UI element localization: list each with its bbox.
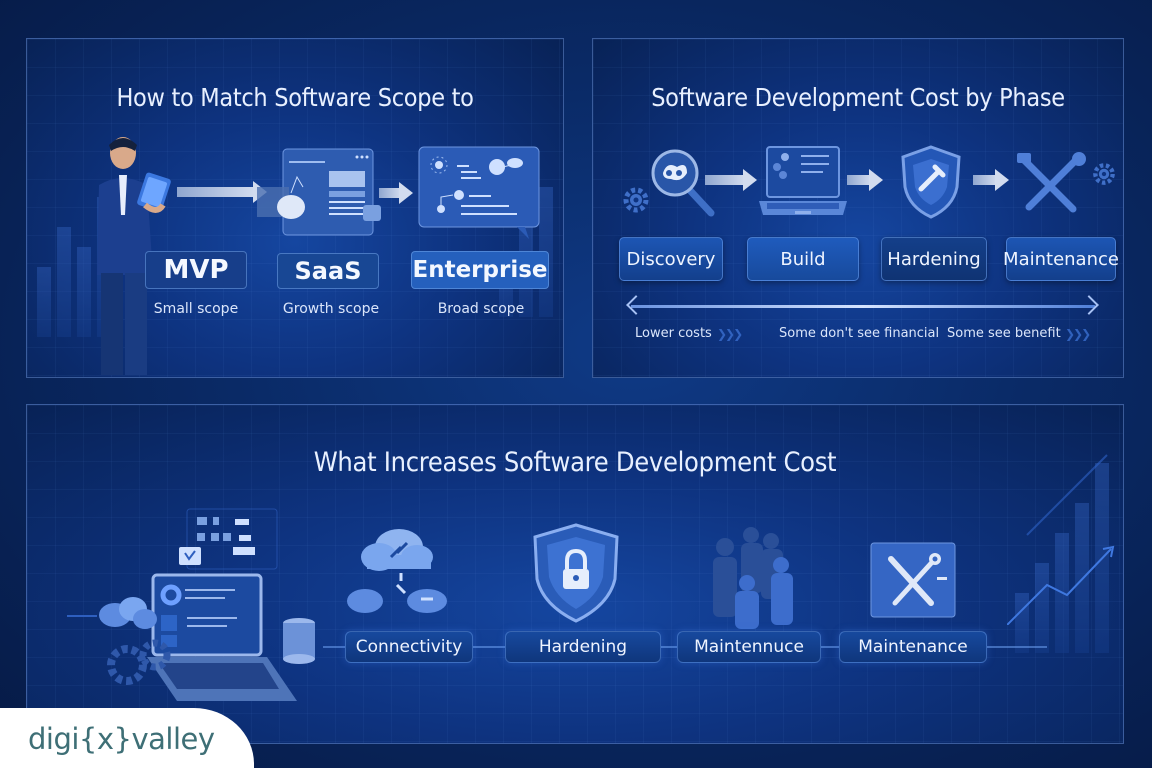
connector-line	[661, 646, 677, 648]
factor-hardening: Hardening	[505, 631, 661, 663]
magnifier-icon	[651, 149, 715, 217]
shield-icon	[901, 145, 961, 219]
arrow-right-icon	[705, 169, 757, 191]
scale-label-low: Lower costs	[635, 326, 712, 341]
scale-label-mid: Some don't see financial	[779, 326, 940, 341]
panel-title: Software Development Cost by Phase	[651, 83, 1065, 112]
phase-hardening: Hardening	[881, 237, 987, 281]
trend-arrow-icon	[1007, 454, 1115, 625]
gear-icon	[623, 187, 649, 213]
logo-text: digi{x}valley	[28, 722, 215, 756]
laptop-icon	[759, 146, 847, 215]
laptop-dashboard-illustration-icon	[67, 508, 315, 701]
tier-subtitle: Broad scope	[437, 301, 525, 317]
chevrons-icon: ❯❯❯	[717, 327, 743, 341]
tier-subtitle: Small scope	[153, 301, 239, 317]
chevrons-icon: ❯❯❯	[1065, 327, 1091, 341]
gear-icon	[1093, 163, 1115, 185]
scope-panel: How to Match Software Scope to	[26, 38, 564, 378]
connector-line	[323, 646, 345, 648]
network-diagram-window-icon	[418, 146, 540, 239]
panel-title: How to Match Software Scope to	[116, 83, 474, 112]
tier-card-enterprise: Enterprise	[411, 251, 549, 289]
phase-discovery: Discovery	[619, 237, 723, 281]
connector-line	[987, 646, 1047, 648]
dashboard-window-icon	[257, 148, 381, 236]
shield-lock-icon	[533, 523, 619, 623]
cost-factors-panel: What Increases Software Development Cost	[26, 404, 1124, 744]
brand-logo: digi{x}valley	[0, 708, 254, 768]
factor-connectivity: Connectivity	[345, 631, 473, 663]
arrow-right-icon	[177, 181, 267, 203]
tier-card-saas: SaaS	[277, 253, 379, 289]
cloud-link-icon	[347, 529, 447, 613]
factor-maintennuce: Maintennuce	[677, 631, 821, 663]
arrow-right-icon	[847, 169, 883, 191]
tier-subtitle: Growth scope	[282, 301, 380, 317]
person-with-tablet-icon	[97, 137, 171, 375]
grid-background	[593, 39, 1123, 377]
scale-label-high: Some see benefit	[947, 326, 1061, 341]
team-people-icon	[713, 527, 793, 629]
tier-card-mvp: MVP	[145, 251, 247, 289]
phase-maintenance: Maintenance	[1003, 237, 1119, 281]
arrow-right-icon	[379, 182, 413, 204]
factor-maintenance: Maintenance	[839, 631, 987, 663]
cost-scale-line	[631, 305, 1095, 308]
phase-cost-panel: Software Development Cost by Phase	[592, 38, 1124, 378]
tools-icon	[1017, 152, 1086, 213]
connector-line	[821, 646, 839, 648]
wrench-screwdriver-icon	[870, 542, 956, 618]
connector-line	[473, 646, 505, 648]
arrow-right-icon	[973, 169, 1009, 191]
phase-build: Build	[747, 237, 859, 281]
panel-title: What Increases Software Development Cost	[313, 447, 837, 478]
